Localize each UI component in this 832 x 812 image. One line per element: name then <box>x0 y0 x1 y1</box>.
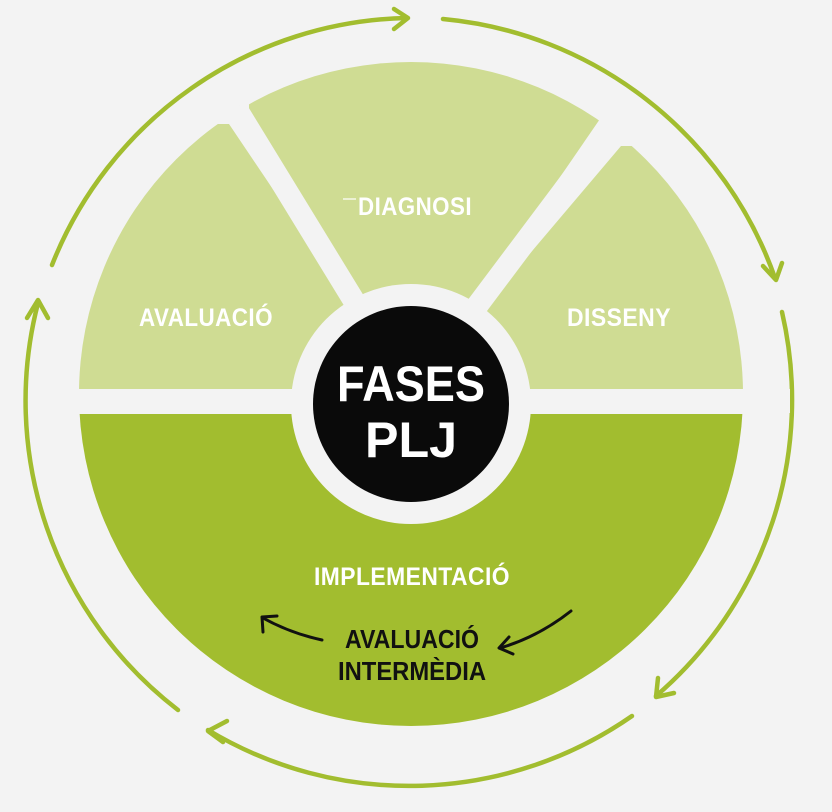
outer-cycle-arrows <box>23 6 795 789</box>
cycle-arrow-icon <box>23 297 181 713</box>
phase-label-disseny: DISSENY <box>567 304 671 332</box>
curved-arrow-icon <box>260 614 324 642</box>
cycle-arrow-icon <box>49 6 411 268</box>
center-circle <box>313 306 509 502</box>
phase-label-implementacio: IMPLEMENTACIÓ <box>314 561 510 591</box>
phase-label-avaluacio: AVALUACIÓ <box>139 302 273 332</box>
center-title-line1: FASES <box>337 356 485 412</box>
sub-phase-line1: AVALUACIÓ <box>345 624 479 654</box>
curved-arrow-icon <box>497 609 573 656</box>
phase-label-diagnosi: DIAGNOSI <box>358 193 472 221</box>
cycle-arrow-icon <box>440 16 785 283</box>
center-title-line2: PLJ <box>365 412 457 468</box>
cycle-arrow-icon <box>205 713 635 789</box>
segment-diagnosi <box>249 62 602 394</box>
sub-phase-line2: INTERMÈDIA <box>338 656 486 686</box>
cycle-arrow-icon <box>653 309 795 700</box>
